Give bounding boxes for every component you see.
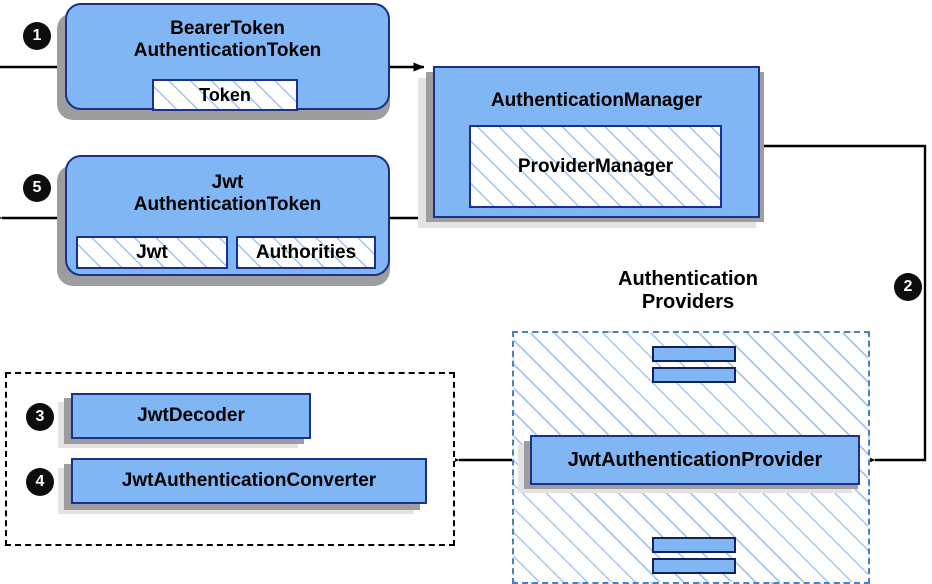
bearer-token-title-line1: BearerToken [170,18,285,40]
provider-manager-slot[interactable]: ProviderManager [469,125,722,208]
bearer-token-title-line2: AuthenticationToken [133,39,322,61]
authentication-providers-label: Authentication Providers [588,268,788,314]
step-marker-2-number: 2 [903,278,913,295]
authentication-manager-title: AuthenticationManager [490,90,703,111]
jwt-token-slot-jwt-label: Jwt [136,241,168,263]
authentication-providers-label-line1: Authentication [618,268,758,290]
jwt-authentication-provider-node[interactable]: JwtAuthenticationProvider [530,435,860,485]
jwt-token-slot-authorities-label: Authorities [255,241,357,263]
provider-plate-lower-1 [652,537,736,553]
step-marker-4-number: 4 [35,473,45,490]
authentication-providers-label-line2: Providers [641,291,735,313]
jwt-token-slot-jwt[interactable]: Jwt [76,236,228,269]
jwt-authentication-converter-title: JwtAuthenticationConverter [121,470,377,492]
step-marker-1: 1 [24,23,50,49]
bearer-token-slot[interactable]: Token [152,79,298,111]
provider-plate-upper-2 [652,367,736,383]
provider-plate-upper-1 [652,346,736,362]
bearer-token-slot-label: Token [199,84,251,105]
step-marker-5-number: 5 [32,179,42,196]
provider-plate-lower-2 [652,558,736,574]
jwt-decoder-node[interactable]: JwtDecoder [71,393,311,439]
step-marker-4: 4 [27,469,53,495]
jwt-token-title-line2: AuthenticationToken [133,193,322,215]
jwt-token-slot-authorities[interactable]: Authorities [236,236,376,269]
step-marker-3-number: 3 [35,408,45,425]
jwt-authentication-provider-title: JwtAuthenticationProvider [567,448,823,471]
step-marker-5: 5 [24,175,50,201]
provider-manager-label: ProviderManager [517,155,674,177]
jwt-decoder-title: JwtDecoder [137,405,245,427]
jwt-authentication-converter-node[interactable]: JwtAuthenticationConverter [71,458,427,504]
jwt-token-title-line1: Jwt [211,172,244,194]
step-marker-1-number: 1 [32,27,42,44]
step-marker-2: 2 [895,274,921,300]
step-marker-3: 3 [27,404,53,430]
